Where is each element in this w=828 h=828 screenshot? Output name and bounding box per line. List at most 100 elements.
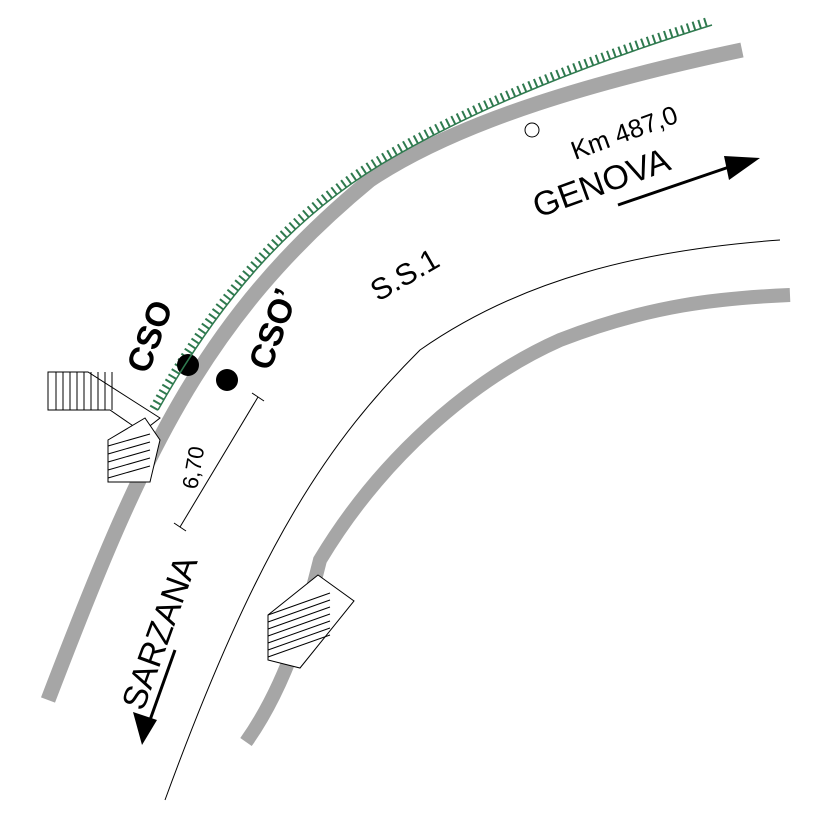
grass-hatch [577,60,583,71]
grass-hatch [685,23,691,33]
grass-hatch [538,76,544,86]
grass-hatch [391,146,398,156]
step-line [107,465,151,479]
grass-hatch [164,378,174,385]
grass-hatch [423,129,430,139]
grass-hatch [611,48,617,58]
grass-hatch [532,78,539,88]
grass-hatch [197,327,207,335]
step-line [267,620,331,644]
step-line [267,592,331,616]
grass-hatch [691,21,697,31]
grass-hatch [697,19,702,29]
grass-hatch [434,123,441,133]
grass-hatch [238,274,247,283]
grass-hatch [222,293,232,301]
grass-hatch [510,88,517,98]
grass-hatch [242,270,251,278]
grass-hatch [250,261,259,269]
grass-hatch [184,347,193,355]
step-line [267,634,331,658]
distance-label: 6,70 [177,444,209,491]
grass-hatch [572,63,578,73]
left-road-edge [40,42,744,703]
grass-hatch [560,67,567,77]
grass-hatch [516,85,522,95]
grass-hatch [623,44,629,54]
grass-hatch [544,74,550,84]
grass-hatch [703,17,708,27]
grass-hatch [167,373,177,380]
grass-hatch [381,152,388,162]
grass-hatch [246,265,255,274]
grass-hatch [275,234,284,243]
grass-hatch [194,332,203,340]
grass-hatch [219,298,228,306]
grass-hatch [680,25,685,35]
grass-hatch [645,36,651,46]
grass-hatch [494,95,500,105]
grass-hatch [204,317,214,325]
grass-hatch [226,288,236,297]
grass-hatch [488,97,495,107]
road-name-label: S.S.1 [365,243,445,308]
grass-hatch [566,65,572,75]
grass-hatch [472,105,478,115]
grass-hatch [293,217,301,226]
grass-hatch [375,155,383,165]
grass-hatch [208,312,217,320]
center-line [164,239,781,801]
grass-hatch [445,118,451,128]
grass-hatch [450,115,457,125]
cso-point-marker [177,354,199,376]
grass-hatch [549,71,555,81]
steps-lower-right [267,574,355,669]
step-line [107,449,151,463]
step-line [107,441,151,455]
grass-hatch [211,308,221,316]
grass-hatch [258,252,267,260]
grass-hatch [297,213,306,222]
grass-hatch [428,126,435,136]
grass-hatch [370,159,378,168]
grass-hatch [171,368,180,375]
grass-hatch [360,165,368,175]
right-road-edge [240,288,791,747]
grass-hatch [316,197,324,207]
grass-hatch [271,238,279,247]
cso-label: CSO [120,295,181,377]
grass-hatch [215,303,225,311]
grass-hatch [606,50,612,60]
grass-hatch [152,399,162,406]
grass-hatch [161,383,171,391]
grass-hatch [302,209,310,218]
grass-hatch [617,46,623,56]
grass-hatch [674,26,680,37]
step-line [267,627,331,651]
grass-hatch [187,342,197,350]
grass-hatch [230,284,239,292]
grass-hatch [521,83,528,93]
grass-hatch [505,90,511,100]
grass-hatch [311,201,319,211]
grass-hatch [335,183,343,192]
grass-hatch [477,102,484,112]
grass-hatch [350,172,358,181]
grass-hatch [266,243,275,251]
grass-hatch [555,69,561,79]
grass-hatch [657,32,663,42]
grass-hatch [439,121,446,131]
grass-hatch [396,143,404,153]
grass-hatch [594,54,600,64]
grass-hatch [461,110,468,120]
grass-hatch [201,322,210,330]
grass-hatch [634,40,640,50]
cso-prime-point-marker [216,369,238,391]
steps-lower-left [107,417,161,483]
grass-hatch [402,140,409,150]
grass-hatch [386,149,393,159]
grass-hatch [320,194,329,203]
genova-direction-arrow-icon [617,156,760,207]
